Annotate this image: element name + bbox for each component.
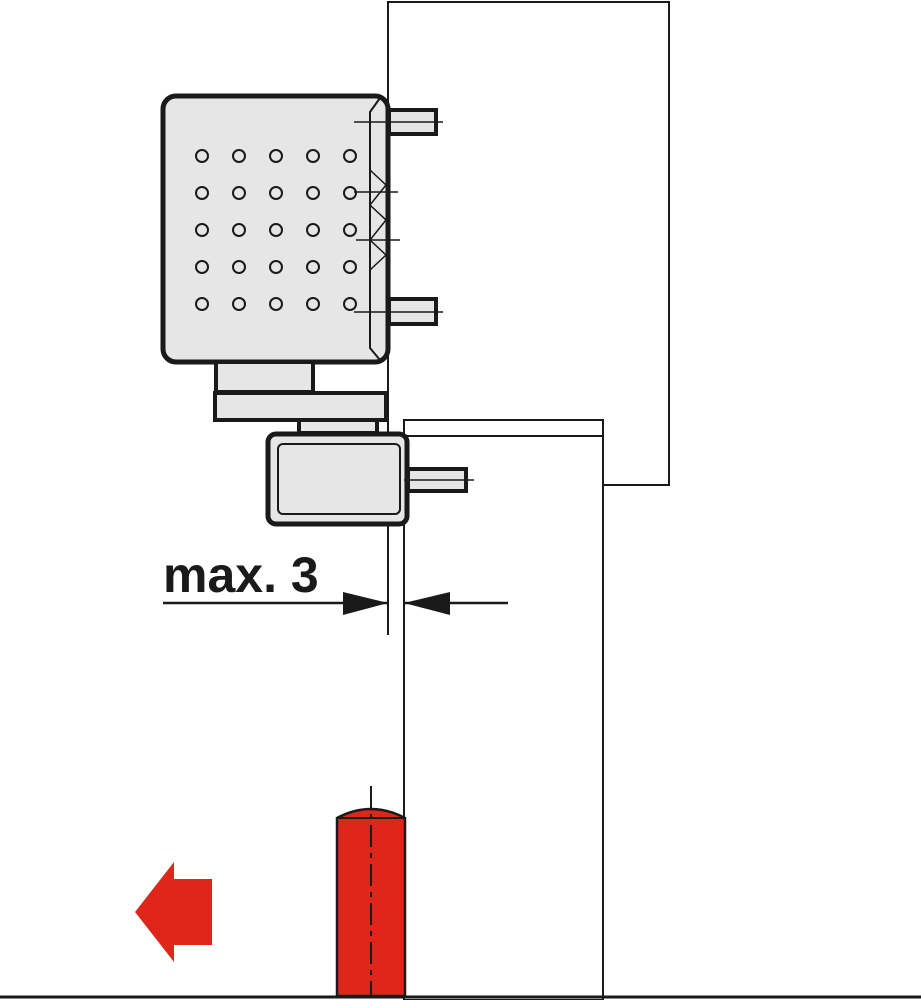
vent-hole [343,223,357,237]
mounting-block [214,360,315,394]
door-closer-body [160,93,443,365]
vent-hole [195,223,209,237]
vent-hole [306,149,320,163]
vent-hole [232,260,246,274]
mounting-plate [213,391,388,422]
door-stop-cylinder [335,786,407,998]
vent-hole [306,223,320,237]
door-leaf [403,419,604,1000]
vent-hole [195,149,209,163]
vent-hole [232,149,246,163]
vent-hole [269,297,283,311]
vent-hole [269,186,283,200]
vent-hole [306,260,320,274]
vent-hole [232,297,246,311]
vent-hole [269,149,283,163]
vent-hole [195,297,209,311]
vent-hole [306,297,320,311]
leaf-bracket [265,431,474,527]
dimension-arrow-left-icon [404,592,450,615]
vent-hole [269,260,283,274]
vent-hole [306,186,320,200]
vent-hole [195,186,209,200]
ventilation-holes [195,149,357,311]
vent-hole [269,223,283,237]
dimension-label: max. 3 [163,547,319,603]
vent-hole [232,223,246,237]
arrow-left-icon [135,862,212,962]
door-frame [387,1,670,486]
vent-hole [343,260,357,274]
dimension-max-gap [163,592,508,615]
dimension-arrow-right-icon [343,592,388,615]
vent-hole [343,297,357,311]
vent-hole [343,149,357,163]
vent-hole [232,186,246,200]
vent-hole [195,260,209,274]
spacer-block [297,418,379,435]
vent-hole [343,186,357,200]
